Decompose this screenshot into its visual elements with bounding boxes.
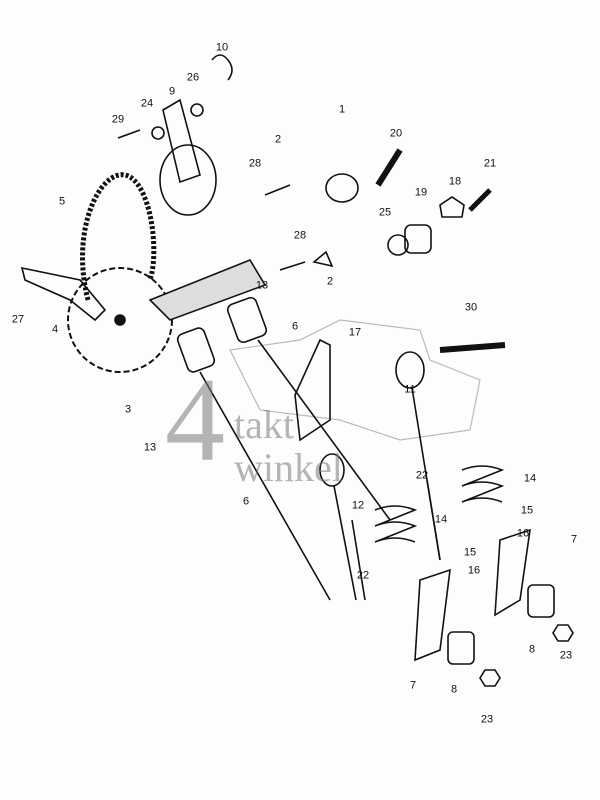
part-label: 3 bbox=[124, 403, 132, 416]
part-label: 25 bbox=[378, 206, 392, 219]
part-label: 16 bbox=[516, 527, 530, 540]
part-label: 17 bbox=[348, 326, 362, 339]
part-label: 4 bbox=[51, 323, 59, 336]
part-label: 7 bbox=[409, 679, 417, 692]
part-label: 8 bbox=[528, 643, 536, 656]
part-label: 13 bbox=[143, 441, 157, 454]
part-label: 18 bbox=[448, 175, 462, 188]
part-label: 21 bbox=[483, 157, 497, 170]
part-label: 22 bbox=[415, 469, 429, 482]
part-label: 29 bbox=[111, 113, 125, 126]
watermark-line2: winkel bbox=[234, 445, 343, 490]
part-label: 10 bbox=[215, 41, 229, 54]
part-label: 28 bbox=[248, 157, 262, 170]
part-label: 9 bbox=[168, 85, 176, 98]
part-label: 23 bbox=[480, 713, 494, 726]
part-label: 12 bbox=[351, 499, 365, 512]
part-label: 19 bbox=[414, 186, 428, 199]
part-label: 24 bbox=[140, 97, 154, 110]
part-label: 20 bbox=[389, 127, 403, 140]
part-label: 14 bbox=[434, 513, 448, 526]
part-label: 14 bbox=[523, 472, 537, 485]
part-label: 28 bbox=[293, 229, 307, 242]
part-label: 16 bbox=[467, 564, 481, 577]
watermark-digit: 4 bbox=[165, 353, 225, 486]
watermark-line1: takt bbox=[234, 402, 294, 447]
part-label: 6 bbox=[291, 320, 299, 333]
part-label: 30 bbox=[464, 301, 478, 314]
part-label: 27 bbox=[11, 313, 25, 326]
part-label: 1 bbox=[338, 103, 346, 116]
part-label: 15 bbox=[520, 504, 534, 517]
part-label: 2 bbox=[326, 275, 334, 288]
part-label: 5 bbox=[58, 195, 66, 208]
part-label: 11 bbox=[404, 383, 416, 396]
part-label: 2 bbox=[274, 133, 282, 146]
part-label: 23 bbox=[559, 649, 573, 662]
part-label: 22 bbox=[356, 569, 370, 582]
part-label: 8 bbox=[450, 683, 458, 696]
part-label: 15 bbox=[463, 546, 477, 559]
part-label: 6 bbox=[242, 495, 250, 508]
part-label: 7 bbox=[570, 533, 578, 546]
part-label: 13 bbox=[255, 279, 269, 292]
part-label: 26 bbox=[186, 71, 200, 84]
